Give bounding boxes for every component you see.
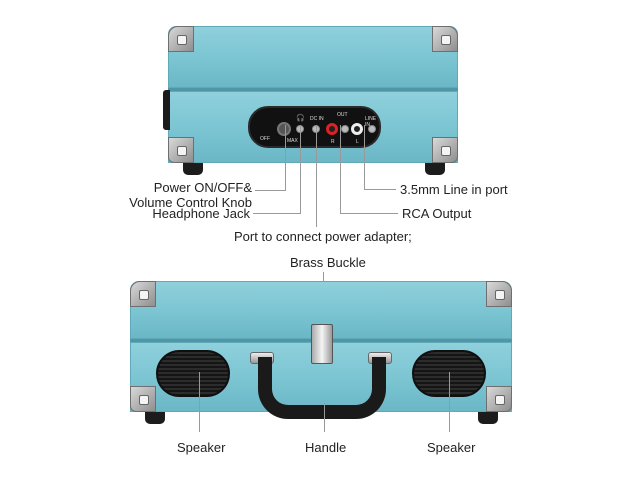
corner-guard-icon [432, 137, 458, 163]
callout-rca-output: RCA Output [402, 206, 472, 221]
speaker-left-grille [156, 350, 230, 397]
callout-brass-buckle: Brass Buckle [290, 255, 366, 270]
panel-label-r: R [331, 139, 335, 145]
panel-label-max: MAX [287, 138, 298, 144]
headphone-symbol: 🎧 [296, 115, 305, 122]
rubber-foot [183, 163, 203, 175]
callout-line [255, 190, 286, 191]
callout-power-knob: Power ON/OFF& Volume Control Knob [120, 180, 252, 210]
rubber-foot [425, 163, 445, 175]
callout-power-adapter-port: Port to connect power adapter; [234, 229, 412, 244]
callout-handle: Handle [305, 440, 347, 455]
line-in-port-icon[interactable] [368, 125, 376, 133]
panel-label-line-in: LINE IN [365, 116, 377, 128]
case-lid [168, 26, 458, 88]
panel-label-off: OFF [260, 136, 270, 142]
callout-line [364, 189, 396, 190]
callout-headphone-jack: Headphone Jack [152, 206, 250, 221]
corner-guard-icon [432, 26, 458, 52]
corner-guard-icon [130, 281, 156, 307]
callout-line [300, 125, 301, 213]
callout-speaker-left: Speaker [177, 440, 226, 455]
corner-guard-icon [168, 26, 194, 52]
rubber-foot [145, 412, 165, 424]
corner-guard-icon [130, 386, 156, 412]
callout-line [364, 125, 365, 189]
callout-power-knob-line2: Volume Control Knob [129, 195, 252, 210]
corner-guard-icon [486, 386, 512, 412]
turntable-front-view [128, 281, 514, 426]
rca-left-jack-icon[interactable] [351, 123, 363, 135]
case-seam [168, 88, 458, 91]
rca-output-indicator [341, 125, 349, 133]
brass-buckle-icon[interactable] [311, 324, 333, 364]
callout-line [285, 125, 286, 190]
callout-line [199, 372, 200, 432]
callout-speaker-right: Speaker [427, 440, 476, 455]
callout-line [340, 125, 341, 213]
rubber-foot [478, 412, 498, 424]
rear-control-panel: OFF MAX 🎧 DC IN OUT R L LINE IN [248, 106, 381, 148]
callout-power-knob-line1: Power ON/OFF& [153, 180, 252, 195]
side-latch [163, 90, 170, 130]
rca-right-jack-icon[interactable] [326, 123, 338, 135]
panel-label-out: OUT [337, 112, 348, 118]
volume-knob-icon[interactable] [277, 122, 291, 136]
corner-guard-icon [168, 137, 194, 163]
callout-line [324, 403, 325, 432]
callout-line [449, 372, 450, 432]
turntable-back-view: OFF MAX 🎧 DC IN OUT R L LINE IN [163, 26, 463, 176]
carry-handle[interactable] [258, 357, 386, 419]
callout-line [253, 213, 301, 214]
callout-line [316, 125, 317, 227]
callout-line [340, 213, 398, 214]
panel-label-dc-in: DC IN [310, 116, 324, 122]
panel-label-l: L [356, 139, 359, 145]
corner-guard-icon [486, 281, 512, 307]
callout-line-in-port: 3.5mm Line in port [400, 182, 508, 197]
